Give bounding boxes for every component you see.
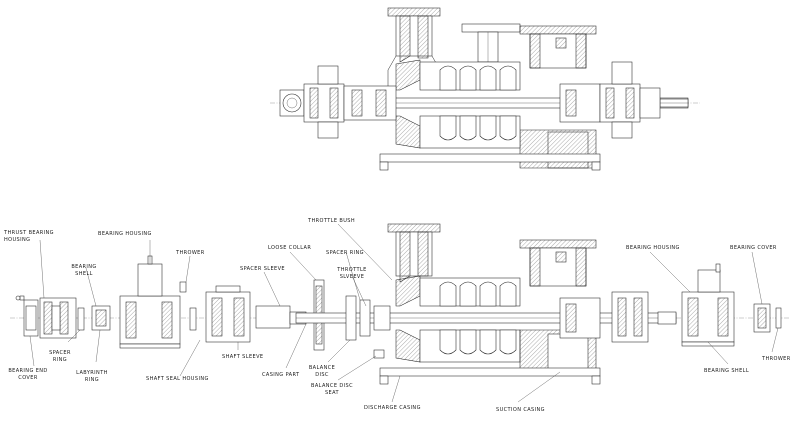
label-bearing-shell-left: BEARING SHELL xyxy=(71,264,97,277)
left-bearing-top xyxy=(279,65,397,139)
shaft-seal-housing-part xyxy=(205,285,251,343)
discharge-nozzle-bottom xyxy=(387,223,441,283)
label-bearing-cover: BEARING COVER xyxy=(730,245,777,251)
label-throttle-bush: THROTTLE BUSH xyxy=(308,218,356,224)
label-spacer-sleeve: SPACER SLEEVE xyxy=(240,266,285,272)
exploded-view xyxy=(10,223,790,385)
label-spacer-ring-left: SPACER RING xyxy=(49,350,71,363)
label-loose-collar: LOOSE COLLAR xyxy=(268,245,312,251)
balance-disc-part xyxy=(345,295,391,359)
label-thrower-left: THROWER xyxy=(176,250,205,256)
spacer-ring-part xyxy=(77,307,85,331)
thrower-left-part xyxy=(189,307,197,331)
left-bearing-housing-part xyxy=(119,255,187,349)
impeller-stages-bottom xyxy=(439,281,517,355)
label-suction-casing: SUCTION CASING xyxy=(496,407,545,413)
label-balance-disc-seat: BALANCE DISC SEAT xyxy=(311,383,353,396)
right-bearing-housing-part xyxy=(611,263,735,347)
label-throttle-sleeve: THROTTLE SLVEEVE xyxy=(337,267,367,280)
label-bearing-shell-right: BEARING SHELL xyxy=(704,368,750,374)
balance-pipe xyxy=(461,23,521,63)
impeller-stages-top xyxy=(439,65,517,141)
bearing-cover-part xyxy=(753,303,771,333)
suction-nozzle-bottom xyxy=(519,239,597,287)
leader-lines xyxy=(29,223,779,403)
label-shaft-seal-housing: SHAFT SEAL HOUSING xyxy=(146,376,209,382)
label-labyrinth-ring: LABYRINTH RING xyxy=(76,370,108,383)
right-bearing-top xyxy=(559,61,661,139)
label-bearing-housing-left: BEARING HOUSING xyxy=(98,231,152,237)
discharge-nozzle xyxy=(387,7,441,92)
labyrinth-ring-part xyxy=(91,305,111,331)
label-thrower-right: THROWER xyxy=(762,356,791,362)
thrust-bearing-housing-part xyxy=(39,297,77,339)
label-discharge-casing: DISCHARGE CASING xyxy=(364,405,421,411)
bearing-end-cover-part xyxy=(15,295,39,337)
label-thrust-bearing-housing: THRUST BEARING HOUSING xyxy=(4,230,54,243)
label-bearing-end-cover: BEARING END COVER xyxy=(8,368,48,381)
thrower-right-part xyxy=(775,307,782,329)
label-bearing-housing-right: BEARING HOUSING xyxy=(626,245,680,251)
label-shaft-sleeve: SHAFT SLEEVE xyxy=(222,354,264,360)
assembled-view xyxy=(270,7,700,171)
label-balance-disc: BALANCE DISC xyxy=(308,365,336,378)
label-spacer-ring-mid: SPACER RING xyxy=(326,250,364,256)
label-casing-part: CASING PART xyxy=(262,372,300,378)
